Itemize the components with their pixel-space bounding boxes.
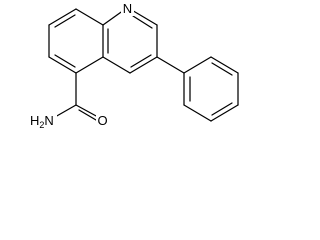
bond-n1-c2 bbox=[129, 8, 158, 26]
bond-c3-c4 bbox=[129, 56, 158, 74]
nitrogen-label-mask bbox=[121, 1, 134, 16]
bond-c8a-n1 bbox=[102, 9, 125, 26]
bond-c8a-c8 bbox=[75, 8, 104, 26]
carboxamide-group bbox=[54, 72, 99, 121]
chemical-structure-diagram: N O H2N bbox=[29, 1, 239, 130]
phenyl-ring bbox=[156, 56, 239, 122]
amide-hydrogen-count: 2 bbox=[39, 120, 44, 130]
bond-ph4-ph5 bbox=[210, 104, 239, 122]
double-bond-c3-c4 bbox=[130, 54, 152, 68]
double-bond-c8-c7 bbox=[54, 14, 76, 28]
amide-hydrogen-symbol: H bbox=[30, 113, 39, 128]
bond-ph2-ph3 bbox=[210, 56, 239, 74]
amide-nitrogen-label: H2N bbox=[30, 113, 54, 130]
bond-ph1-ph2 bbox=[183, 56, 212, 74]
amide-nitrogen-symbol: N bbox=[44, 113, 53, 128]
bond-carbonyl-oxygen bbox=[75, 104, 99, 118]
double-bond-carbonyl-oxygen bbox=[78, 109, 97, 121]
bond-carbonyl-nitrogen bbox=[54, 104, 77, 118]
pyridine-ring bbox=[102, 8, 158, 74]
bond-c8-c7 bbox=[48, 8, 77, 26]
bond-c6-c5 bbox=[48, 56, 77, 74]
bond-ph5-ph6 bbox=[183, 104, 212, 122]
double-bond-c6-c5 bbox=[54, 54, 76, 68]
bond-c5-c4a bbox=[75, 56, 104, 74]
double-bond-ph2-ph3 bbox=[211, 62, 233, 76]
oxygen-label-mask bbox=[96, 112, 109, 127]
double-bond-ph4-ph5 bbox=[211, 102, 233, 116]
bond-c3-phenyl bbox=[156, 56, 185, 74]
benzo-ring bbox=[48, 8, 104, 74]
double-bond-n1-c2 bbox=[132, 15, 153, 29]
carbonyl-oxygen-label: O bbox=[97, 113, 107, 128]
ring-nitrogen-label: N bbox=[123, 1, 132, 16]
bond-c4-c4a bbox=[102, 56, 131, 74]
amide-label-mask bbox=[29, 112, 57, 128]
